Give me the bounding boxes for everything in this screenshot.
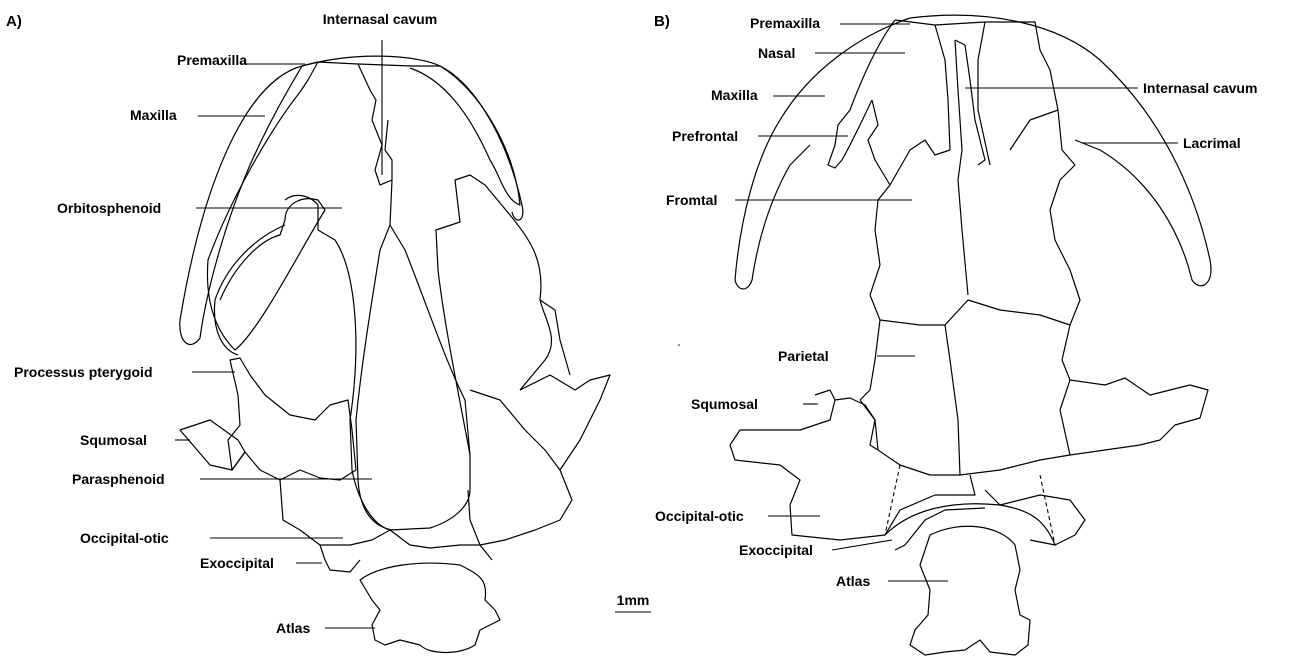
b-label-internasal-cavum: Internasal cavum [1143,80,1257,96]
a-label-squmosal: Squmosal [80,432,147,448]
panel-b-drawing [729,14,1212,656]
a-label-exoccipital: Exoccipital [200,555,274,571]
a-label-processus-pterygoid: Processus pterygoid [14,364,153,380]
b-label-lacrimal: Lacrimal [1183,135,1241,151]
a-label-maxilla: Maxilla [130,107,177,123]
a-label-atlas: Atlas [276,620,310,636]
b-label-exoccipital: Exoccipital [739,542,813,558]
panel-a-drawing [179,55,611,654]
b-label-atlas: Atlas [836,573,870,589]
a-label-orbitosphenoid: Orbitosphenoid [57,200,161,216]
b-label-parietal: Parietal [778,348,829,364]
b-label-prefrontal: Prefrontal [672,128,738,144]
b-atlas-outline [909,525,1031,656]
panel-a-tag: A) [6,13,22,30]
scale-bar-label: 1mm [617,592,650,608]
a-atlas-outline [359,562,501,654]
a-label-occipital-otic: Occipital-otic [80,530,169,546]
b-label-fromtal: Fromtal [666,192,717,208]
b-label-premaxilla: Premaxilla [750,15,820,31]
b-label-occipital-otic: Occipital-otic [655,508,744,524]
b-label-squmosal: Squmosal [691,396,758,412]
a-label-premaxilla: Premaxilla [177,52,247,68]
b-label-nasal: Nasal [758,45,795,61]
a-label-internasal-cavum: Internasal cavum [323,11,437,27]
a-maxilla-outline [179,65,303,345]
panel-b-tag: B) [654,13,670,30]
a-processus-outline [227,357,357,481]
b-label-maxilla: Maxilla [711,87,758,103]
a-label-parasphenoid: Parasphenoid [72,471,165,487]
